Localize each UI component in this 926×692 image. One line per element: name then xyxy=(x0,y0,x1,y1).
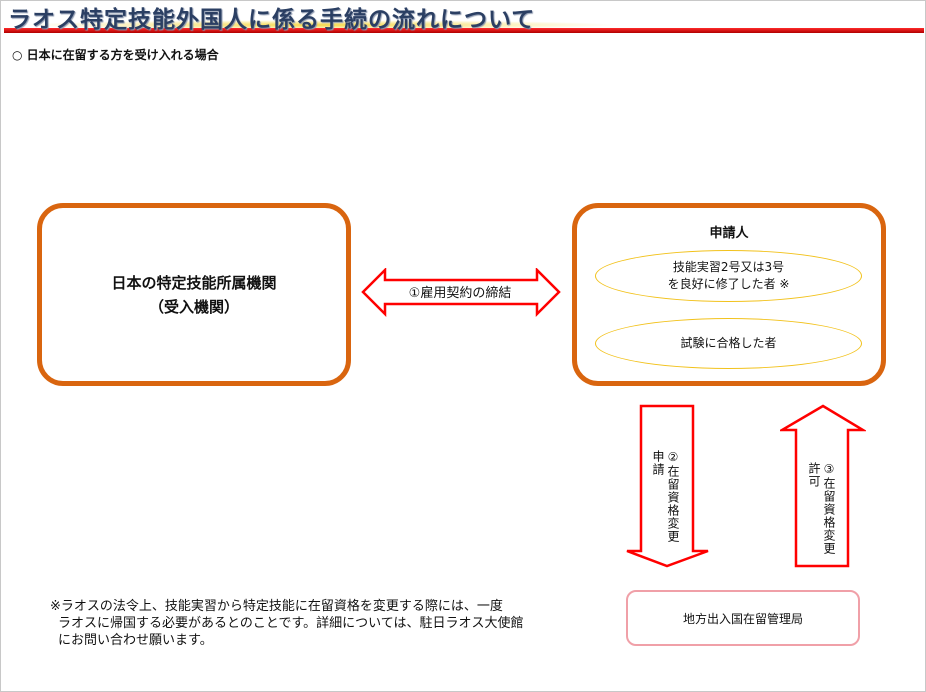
change-application-label: ②在留資格変更申請 xyxy=(651,450,680,543)
title-highlight xyxy=(20,20,620,30)
page-title: ラオス特定技能外国人に係る手続の流れについて xyxy=(8,7,536,33)
receiving-organization-box: 日本の特定技能所属機関 （受入機関） xyxy=(37,203,351,386)
applicant-option-exam: 試験に合格した者 xyxy=(595,318,862,369)
option-text: 技能実習2号又は3号 xyxy=(672,260,785,274)
down-arrow xyxy=(626,404,709,568)
applicant-option-trainee: 技能実習2号又は3号 を良好に修了した者 ※ xyxy=(595,250,862,302)
org-role: （受入機関） xyxy=(148,297,239,316)
up-arrow xyxy=(780,404,866,568)
applicant-heading: 申請人 xyxy=(709,226,749,241)
immigration-bureau-box: 地方出入国在留管理局 xyxy=(626,590,860,646)
footnote-line: ※ラオスの法令上、技能実習から特定技能に在留資格を変更する際には、一度 xyxy=(50,599,503,614)
footnote-line: にお問い合わせ願います。 xyxy=(58,633,213,648)
title-underline xyxy=(4,28,924,33)
footnote-line: ラオスに帰国する必要があるとのことです。詳細については、駐日ラオス大使館 xyxy=(58,616,524,631)
double-arrow xyxy=(361,268,561,318)
contract-label: ①雇用契約の締結 xyxy=(408,286,512,301)
org-name: 日本の特定技能所属機関 xyxy=(111,273,277,292)
option-text: を良好に修了した者 ※ xyxy=(667,277,790,291)
applicant-box: 申請人 技能実習2号又は3号 を良好に修了した者 ※ 試験に合格した者 xyxy=(572,203,886,386)
section-subtitle: ○ 日本に在留する方を受け入れる場合 xyxy=(12,48,219,62)
footnote: ※ラオスの法令上、技能実習から特定技能に在留資格を変更する際には、一度 ラオスに… xyxy=(50,598,524,649)
change-permission-label: ③在留資格変更許可 xyxy=(807,462,836,555)
option-text: 試験に合格した者 xyxy=(680,336,777,350)
